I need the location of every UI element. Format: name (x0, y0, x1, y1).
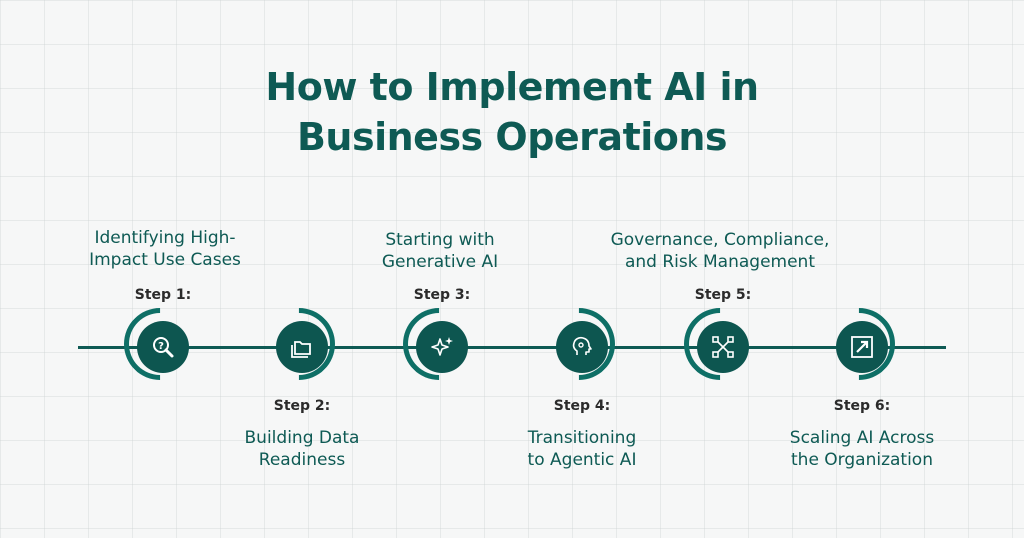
step-3-text-line-1: Starting with (385, 230, 495, 250)
step-6-text-line-2: the Organization (791, 450, 933, 470)
step-3-label: Step 3: (413, 287, 471, 303)
network-nodes-icon (712, 336, 734, 358)
step-2-disc (276, 321, 328, 373)
svg-text:?: ? (158, 341, 164, 352)
question-magnifier-icon: ? (153, 337, 174, 358)
sparkles-icon (431, 337, 453, 356)
step-6-description: Scaling AI Across the Organization (752, 427, 972, 471)
step-6-disc (836, 321, 888, 373)
title-line-2: Business Operations (296, 115, 728, 159)
step-5-disc (697, 321, 749, 373)
step-6-node (808, 293, 910, 395)
step-4-text-line-1: Transitioning (527, 428, 637, 448)
step-4-disc (556, 321, 608, 373)
step-1-label: Step 1: (134, 287, 192, 303)
step-5-description: Governance, Compliance, and Risk Managem… (590, 229, 850, 273)
ai-head-icon (572, 336, 592, 355)
step-3-description: Starting with Generative AI (330, 229, 550, 273)
title-line-1: How to Implement AI in (265, 65, 759, 109)
step-3-node (388, 293, 490, 395)
timeline-line (78, 346, 946, 349)
folders-icon (291, 341, 311, 358)
step-6-text-line-1: Scaling AI Across (789, 428, 935, 448)
step-4-node (528, 293, 630, 395)
step-2-description: Building Data Readiness (192, 427, 412, 471)
step-2-text-line-1: Building Data (244, 428, 360, 448)
step-3-text-line-2: Generative AI (381, 252, 499, 272)
step-1-description: Identifying High- Impact Use Cases (55, 227, 275, 271)
step-1-text-line-1: Identifying High- (94, 228, 236, 248)
step-1-node: ? (109, 293, 211, 395)
step-1-disc: ? (137, 321, 189, 373)
step-4-label: Step 4: (553, 398, 611, 414)
page-title: How to Implement AI in Business Operatio… (0, 62, 1024, 162)
step-3-disc (416, 321, 468, 373)
step-1-text-line-2: Impact Use Cases (89, 250, 241, 270)
step-4-description: Transitioning to Agentic AI (472, 427, 692, 471)
step-2-text-line-2: Readiness (258, 450, 346, 470)
step-2-label: Step 2: (273, 398, 331, 414)
step-6-label: Step 6: (833, 398, 891, 414)
step-4-text-line-2: to Agentic AI (527, 450, 637, 470)
step-5-text-line-2: and Risk Management (624, 252, 815, 272)
step-5-label: Step 5: (694, 287, 752, 303)
expand-arrow-icon (851, 336, 873, 358)
step-5-text-line-1: Governance, Compliance, (610, 230, 830, 250)
step-5-node (669, 293, 771, 395)
step-2-node (248, 293, 350, 395)
